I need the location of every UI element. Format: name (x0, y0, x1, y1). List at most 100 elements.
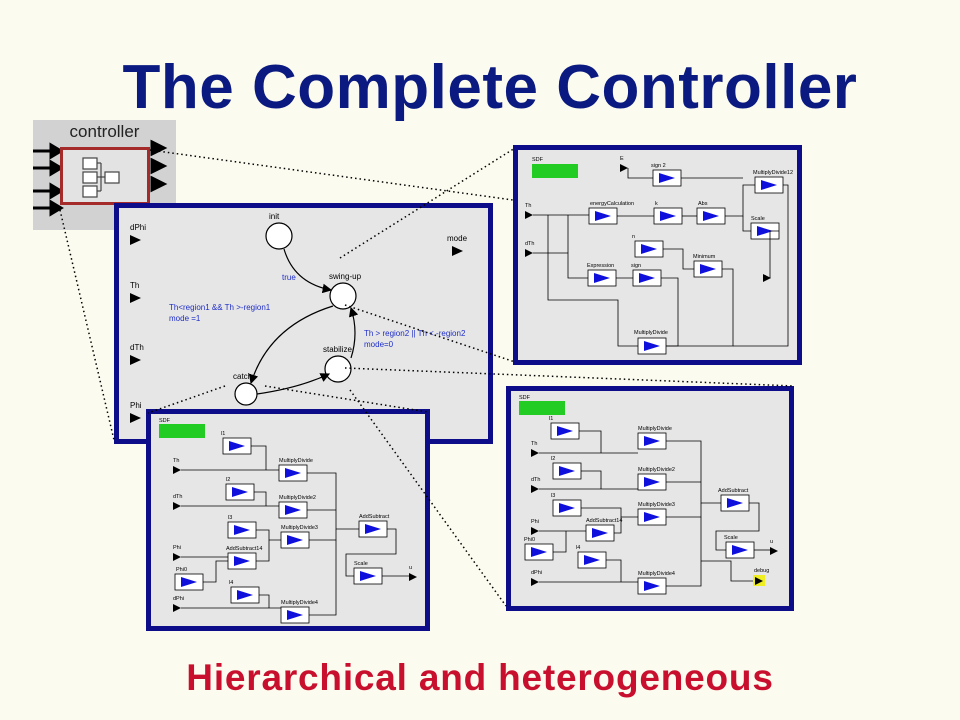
port-label: Th (173, 458, 179, 464)
state-catch[interactable] (234, 382, 258, 406)
actor-label: Phi0 (524, 537, 535, 543)
actor-label: MultiplyDivide4 (281, 600, 318, 606)
port-label: dPhi (173, 596, 184, 602)
port-icon (173, 502, 181, 510)
port-label: Phi (173, 545, 181, 551)
actor-label: MultiplyDivide2 (638, 467, 675, 473)
actor-label: n (632, 234, 635, 240)
slide-subtitle: Hierarchical and heterogeneous (186, 657, 774, 698)
actor-label: Scale (724, 535, 738, 541)
actor-label: l2 (551, 456, 555, 462)
actor-label: Scale (354, 561, 368, 567)
transition-label: Th > region2 || Th < -region2 (364, 329, 466, 338)
sdf-director[interactable] (519, 401, 565, 415)
fsm-port-label: Phi (130, 401, 142, 410)
port-label: Th (525, 203, 531, 209)
port-icon (770, 547, 778, 555)
transition-label: Th<region1 && Th >-region1 (169, 303, 271, 312)
actor-label: AddSubtract14 (226, 546, 262, 552)
fsm-port-label: mode (447, 234, 468, 243)
port-label: dTh (531, 477, 540, 483)
state-label: init (269, 212, 280, 221)
actor-label: Minimum (693, 254, 716, 260)
actor-label: l1 (549, 416, 553, 422)
transition-arrow (256, 373, 331, 395)
fsm-port-label: Th (130, 281, 139, 290)
sdf-director[interactable] (159, 424, 205, 438)
actor-label: l3 (228, 515, 232, 521)
transition-label: mode =1 (169, 314, 201, 323)
actor-label: MultiplyDivide3 (281, 525, 318, 531)
actor-label: l3 (551, 493, 555, 499)
transition-label: true (282, 273, 296, 282)
actor-label: Expression (587, 263, 614, 269)
fsm-port-label: dPhi (130, 223, 146, 232)
sdf-diagram-catch: SDF Th dTh Phi dPhi u l1 l2 l3 Phi0 l4 M… (159, 418, 417, 624)
actor-label: sign (631, 263, 641, 269)
port-icon (531, 527, 539, 535)
state-label: catch (233, 372, 252, 381)
actor-label: AddSubtract (718, 488, 749, 494)
sdf-panel-stabilize: SDF Th dTh Phi dPhi u debug l1 l2 l3 Phi… (506, 386, 794, 611)
actor-label: l2 (226, 477, 230, 483)
fsm-diagram: dPhi Th dTh Phi mode init swing-up stabi… (130, 212, 468, 423)
port-label: u (770, 539, 773, 545)
transition-arrow (248, 305, 334, 385)
port-label: Phi (531, 519, 539, 525)
sdf-diagram-energy: SDF E Th dTh u energyCalculation sign 2 … (525, 156, 793, 355)
sdf-director[interactable] (532, 164, 578, 178)
slide-title: The Complete Controller (122, 53, 858, 122)
director-label: SDF (519, 395, 531, 401)
port-label: dPhi (531, 570, 542, 576)
port-icon (531, 449, 539, 457)
actor-label: MultiplyDivide (279, 458, 313, 464)
port-icon (620, 164, 628, 172)
actor-label: l4 (576, 545, 580, 551)
port-icon (525, 211, 533, 219)
fsm-port-label: dTh (130, 343, 144, 352)
state-init[interactable] (265, 222, 293, 250)
actor-label: MultiplyDivide3 (638, 502, 675, 508)
port-icon (173, 466, 181, 474)
fsm-panel: dPhi Th dTh Phi mode init swing-up stabi… (114, 203, 493, 444)
state-label: stabilize (323, 345, 352, 354)
port-icon (173, 553, 181, 561)
actor-label: Abs (698, 201, 708, 207)
sdf-panel-energy: SDF E Th dTh u energyCalculation sign 2 … (513, 145, 802, 365)
port-icon (531, 485, 539, 493)
transition-label: mode=0 (364, 340, 394, 349)
actor-label: AddSubtract14 (586, 518, 622, 524)
hierarchy-icon (82, 157, 120, 198)
port-icon (531, 578, 539, 586)
fsm-port-icon (130, 235, 141, 245)
fsm-port-icon (130, 355, 141, 365)
fsm-port-icon (130, 413, 141, 423)
controller-body (60, 147, 150, 205)
port-label: Th (531, 441, 537, 447)
director-label: SDF (532, 157, 544, 163)
port-icon (525, 249, 533, 257)
actor-label: Phi0 (176, 567, 187, 573)
actor-label: MultiplyDivide2 (279, 495, 316, 501)
state-swing-up[interactable] (329, 282, 357, 310)
port-label: dTh (525, 241, 534, 247)
actor-label: energyCalculation (590, 201, 634, 207)
director-label: SDF (159, 418, 171, 424)
port-label: dTh (173, 494, 182, 500)
port-label: u (409, 565, 412, 571)
fsm-port-icon (452, 246, 463, 256)
sdf-panel-catch: SDF Th dTh Phi dPhi u l1 l2 l3 Phi0 l4 M… (146, 409, 430, 631)
actor-label: k (655, 201, 658, 207)
actor-label: MultiplyDivide4 (638, 571, 675, 577)
state-stabilize[interactable] (324, 355, 352, 383)
sdf-diagram-stabilize: SDF Th dTh Phi dPhi u debug l1 l2 l3 Phi… (519, 395, 778, 595)
actor-label: MultiplyDivide (638, 426, 672, 432)
port-icon (173, 604, 181, 612)
port-icon (409, 573, 417, 581)
port-icon (755, 577, 763, 585)
state-label: swing-up (329, 272, 362, 281)
actor-label: Scale (751, 216, 765, 222)
port-label: E (620, 156, 624, 162)
actor-label: AddSubtract (359, 514, 390, 520)
actor-label: l1 (221, 431, 225, 437)
